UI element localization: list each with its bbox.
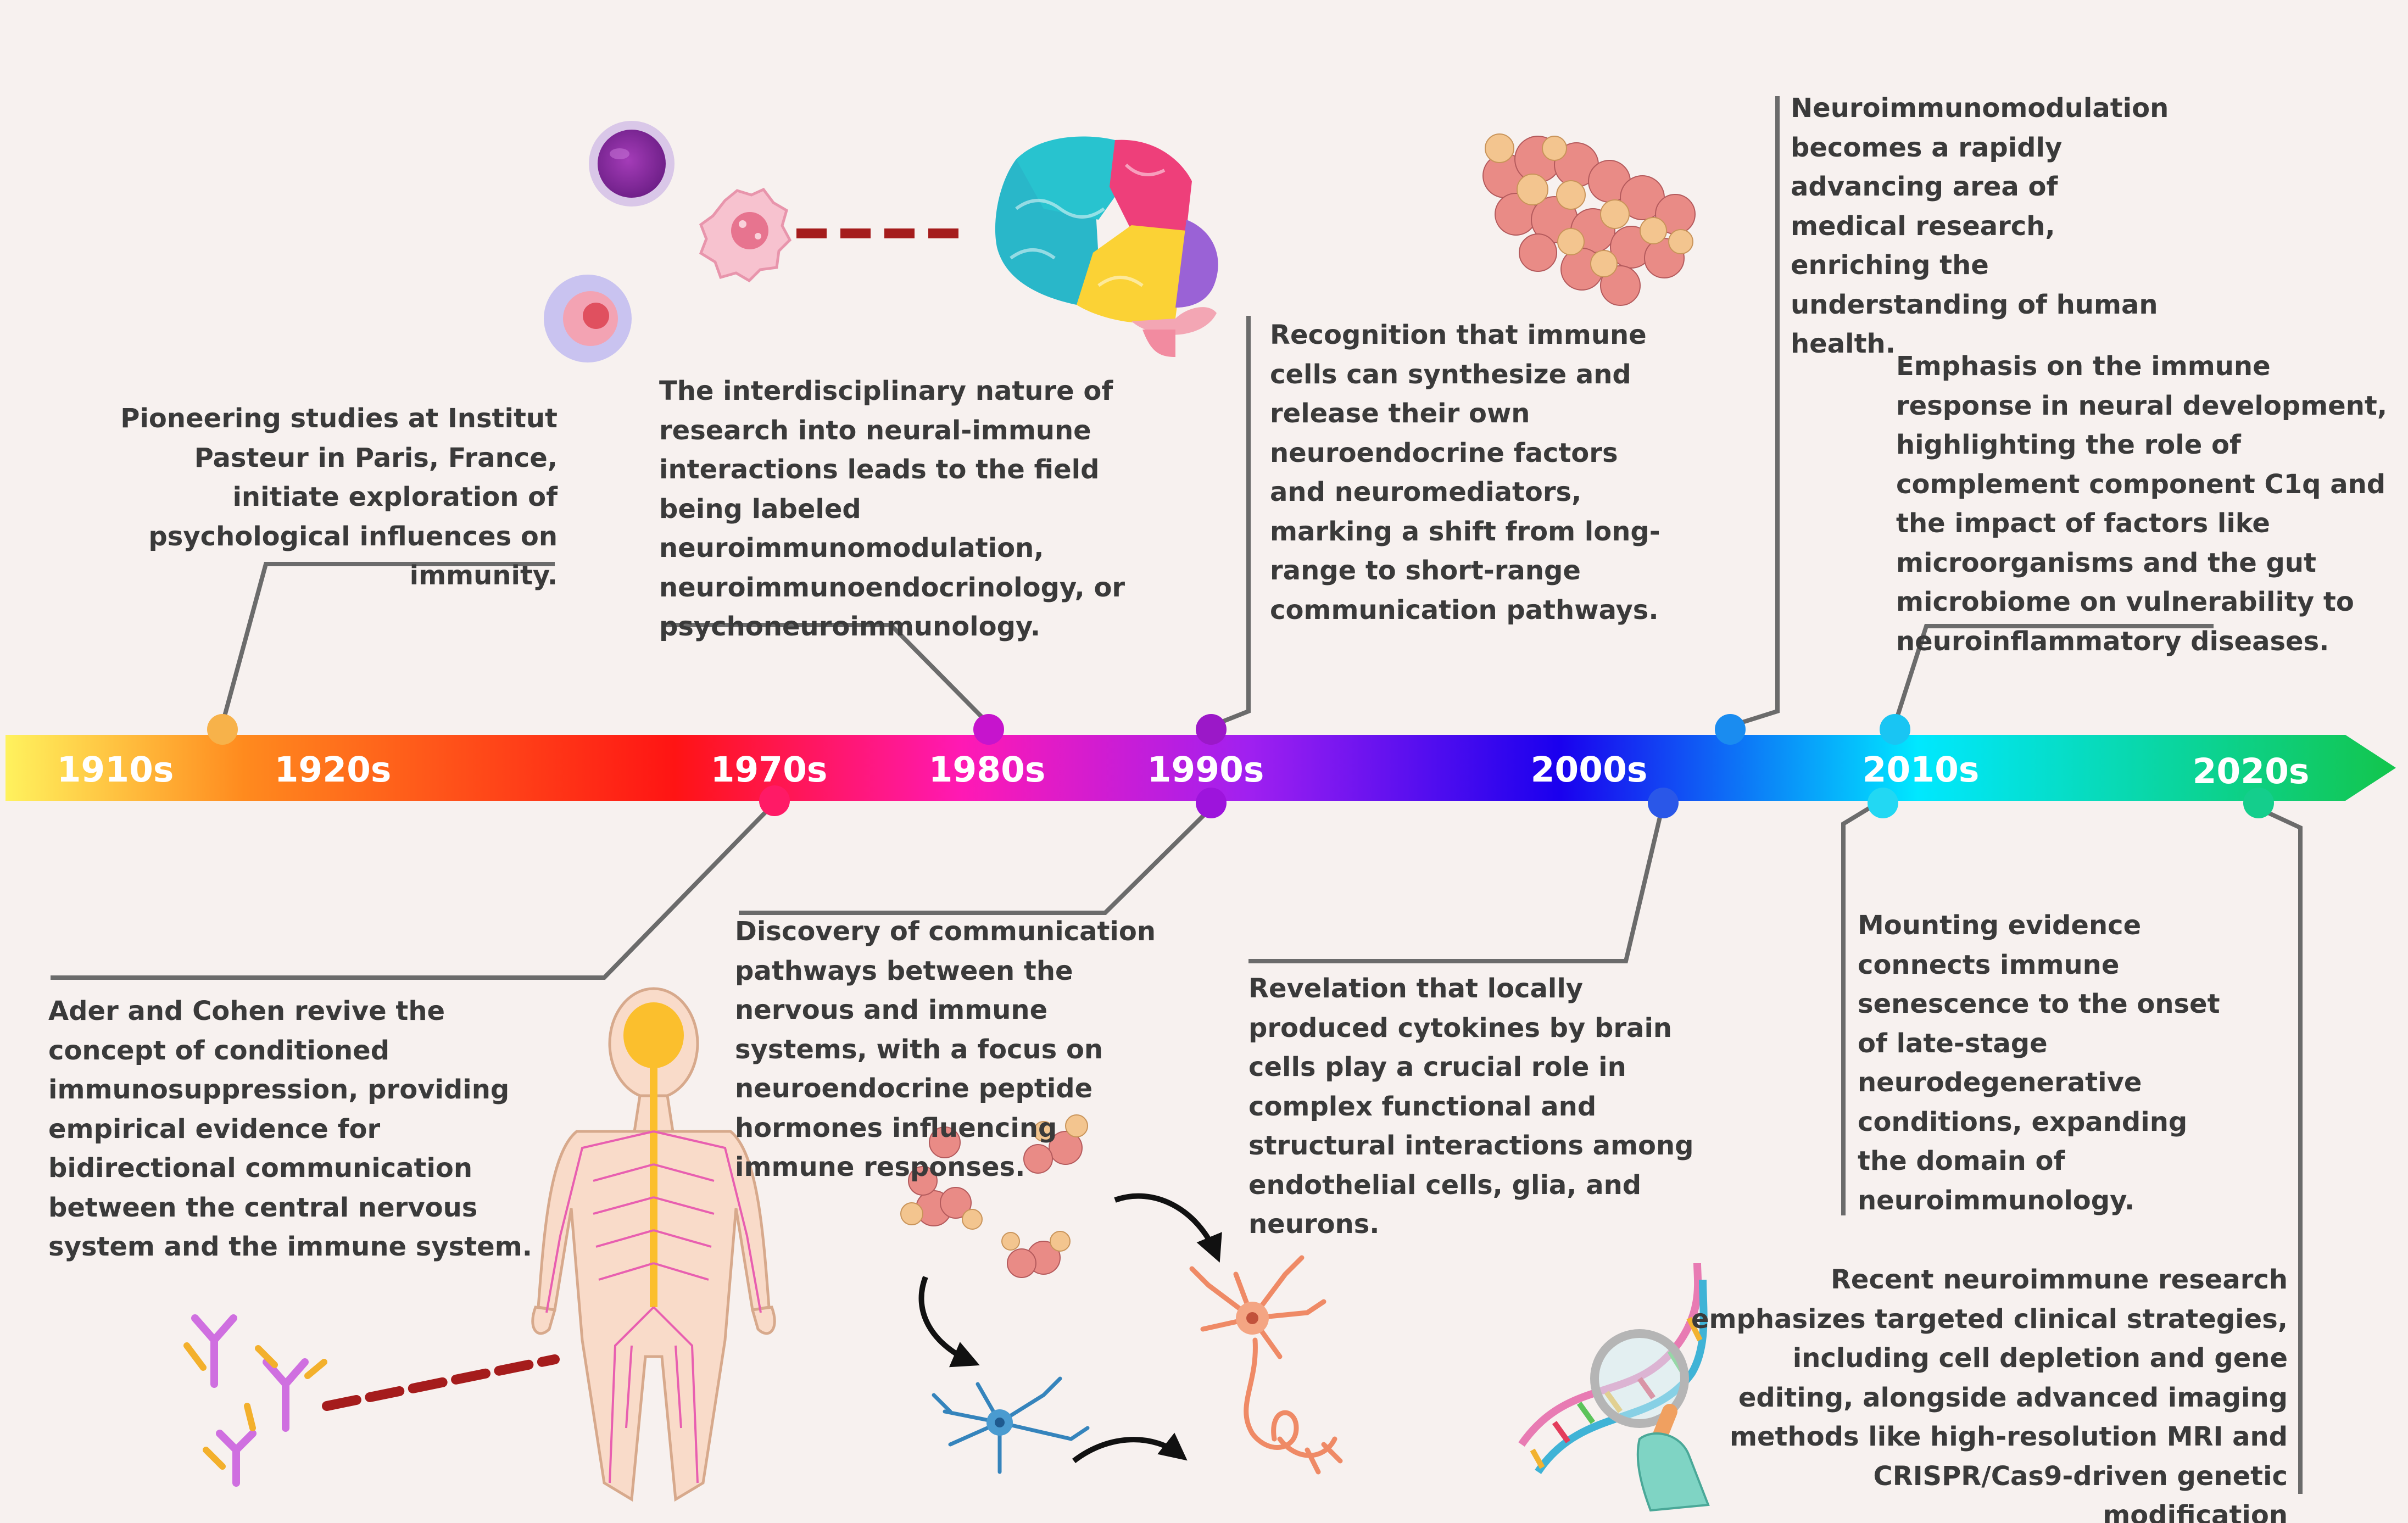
connector-line: [1893, 624, 2214, 725]
timeline-marker: [973, 714, 1004, 745]
decade-label: 1980s: [929, 750, 1046, 790]
connector-line: [220, 562, 555, 725]
decade-labels: 1910s 1920s 1970s 1980s 1990s 2000s 2010…: [57, 750, 2310, 791]
timeline-marker: [1715, 714, 1746, 745]
connector-line: [739, 810, 1209, 915]
protein-to-neuron-icon: [900, 1114, 1343, 1475]
decade-label: 1970s: [711, 750, 828, 790]
timeline-bar: [5, 735, 2396, 801]
timeline-marker: [1868, 788, 1898, 818]
decade-label: 2020s: [2193, 751, 2310, 791]
event-caption-2000s-lower: Revelation that locally produced cytokin…: [1248, 973, 1694, 1240]
timeline-marker: [1648, 788, 1679, 818]
decade-label: 1910s: [57, 750, 174, 790]
decade-label: 1920s: [275, 750, 392, 790]
event-caption-2010s-upper: Emphasis on the immune response in neura…: [1896, 351, 2388, 657]
timeline-marker: [759, 785, 790, 816]
timeline-marker: [1196, 714, 1227, 745]
event-caption-1910s: Pioneering studies at Institut Pasteur i…: [120, 403, 558, 591]
event-caption-1980s-upper: The interdisciplinary nature of research…: [659, 376, 1125, 642]
antibody-icon: [183, 1314, 560, 1487]
event-caption-1990s-upper: Recognition that immune cells can synthe…: [1270, 320, 1660, 626]
connectors: [51, 96, 2303, 1494]
protein-complex-icon: [1482, 133, 1696, 306]
immune-cells-icon: [544, 121, 967, 362]
human-nervous-system-icon: [531, 987, 776, 1502]
event-caption-2020s: Recent neuroimmune research emphasizes t…: [1691, 1264, 2288, 1523]
connector-line: [1841, 803, 1876, 1215]
connector-line: [51, 801, 776, 980]
event-caption-2010s-lower: Mounting evidence connects immune senesc…: [1858, 910, 2220, 1216]
connector-line: [1729, 96, 1780, 728]
event-caption-2000s-upper: Neuroimmunomodulation becomes a rapidly …: [1791, 93, 2169, 359]
connector-line: [664, 623, 990, 726]
dna-magnifier-icon: [1518, 1263, 1710, 1512]
decade-label: 2000s: [1531, 750, 1648, 790]
event-caption-1990s-lower: Discovery of communication pathways betw…: [735, 916, 1156, 1182]
connector-line: [2255, 805, 2303, 1494]
timeline-marker: [1196, 788, 1227, 818]
decade-label: 2010s: [1863, 750, 1980, 790]
decade-label: 1990s: [1147, 750, 1264, 790]
event-caption-1970s: Ader and Cohen revive the concept of con…: [48, 996, 532, 1262]
timeline-marker: [1880, 714, 1910, 745]
connector-line: [1248, 810, 1664, 963]
timeline-marker: [2243, 788, 2274, 818]
connector-line: [1210, 316, 1251, 728]
timeline-markers: [207, 714, 2274, 818]
brain-icon: [995, 136, 1218, 357]
timeline-marker: [207, 714, 238, 745]
